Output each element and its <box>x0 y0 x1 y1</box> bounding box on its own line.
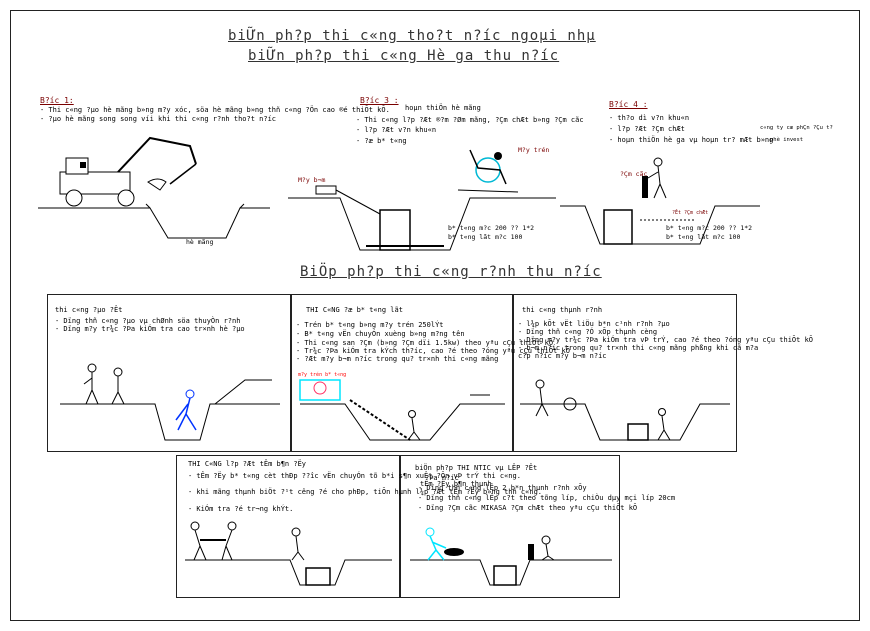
step1-line1: - Thi c«ng ?µo hè mãng b»ng m?y xóc, söa… <box>40 106 390 114</box>
panel2-title: THI C«NG ?æ b* t«ng lãt <box>306 306 403 314</box>
panel-backfill <box>400 455 620 598</box>
tamper-label: ?Çm cãc <box>620 170 648 178</box>
step3-concrete2: b* t«ng lãt m?c 100 <box>448 233 523 241</box>
panel5-line2: - Dïng thñ c«ng lÊp c?t theo tõng líp, c… <box>418 494 676 502</box>
pump-label: M?y b¬m <box>298 176 326 184</box>
panel4-overlap: tÊm ?Ëy b¶n thµnh <box>420 480 492 488</box>
step4-line1: - th?o dì v?n khu«n <box>609 114 690 122</box>
step3-line3: - ?æ b* t«ng <box>356 137 407 145</box>
panel1-title: thi c«ng ?µo ?Êt <box>55 306 123 314</box>
step3-concrete1: b* t«ng m?c 200 ?? 1*2 <box>448 224 535 232</box>
drawing-frame <box>10 10 860 621</box>
step1-heading: B?íc 1: <box>40 96 74 105</box>
panel-wall <box>513 294 737 452</box>
panel1-line2: - Dïng m?y tr¾c ?Þa kiÓm tra cao tr×nh h… <box>55 325 245 333</box>
pit-label: hè mãng <box>186 238 214 246</box>
section-title-drain: BiÖp ph?p thi c«ng r?nh thu n?íc <box>300 264 602 280</box>
panel3-title: thi c«ng thµnh r?nh <box>522 306 603 314</box>
panel5-title: biÖn ph?p THI NTIC vµ LÊP ?Êt <box>415 464 538 472</box>
panel5-overlap: ?Þa n?íc <box>425 474 459 482</box>
step3-overlap-text: hoµn thiÖn hè mãng <box>405 104 481 112</box>
step4-line3: - hoµn thiÖn hè ga vµ hoµn tr? mÆt b»ng <box>609 136 774 144</box>
panel2-line5: - ?Æt m?y b¬m n?íc trong qu? tr×nh thi c… <box>296 355 499 363</box>
panel2-line2: - B* t«ng vËn chuyÓn xuèng b»ng m?ng tên <box>296 330 465 338</box>
panel1-line1: - Dïng thñ c«ng ?µo vµ chØnh söa thuyÒn … <box>55 317 241 325</box>
panel2-line4: - Tr¾c ?Þa kiÓm tra kÝch th?íc, cao ?é t… <box>296 347 570 355</box>
panel4-line1: - tÊm ?Ëy b* t«ng cèt thÐp ??îc vËn chuy… <box>188 472 521 480</box>
panel4-line3: - KiÓm tra ?é tr¬ng khÝt. <box>188 505 294 513</box>
panel-excavation <box>47 294 291 452</box>
mixer-label: M?y trén <box>518 146 550 154</box>
panel5-line1: - Dïng thñ c«ng lÊp 2 b*n thµnh r?nh xÕy <box>418 484 587 492</box>
company-label: c«ng ty cæ phÇn ?Çu t? <box>760 125 833 131</box>
backfill-label: ?Êt ?Çm chÆt <box>672 210 709 216</box>
invest-label: phè invest <box>770 137 804 143</box>
step1-line2: - ?µo hè mãng song song víi khi thi c«ng… <box>40 115 277 123</box>
panel3-overlap-a: c?p n?íc m?y b¬m n?íc <box>518 352 607 360</box>
panel2-line1: - Trén b* t«ng b»ng m?y trén 250lÝt <box>296 321 444 329</box>
main-title-line1: biỮn ph?p thi c«ng tho?t n?íc ngoµi nhµ <box>228 28 596 44</box>
panel2-line3: - Thi c«ng san ?Çm (b»ng ?Çm dïi 1.5kw) … <box>296 339 554 347</box>
panel-cover-slab <box>176 455 400 598</box>
panel3-line1: - l¾p kÕt vËt liÖu b*n c¹nh r?nh ?µo <box>518 320 670 328</box>
step4-concrete1: b* t«ng m?c 200 ?? 1*2 <box>666 224 753 232</box>
step3-line1: - Thi c«ng l?p ?Æt ®?m ?Øm mãng, ?Çm chÆ… <box>356 116 584 124</box>
panel4-title: THI C«NG l?p ?Æt tÊm b¶n ?Ëy <box>188 460 307 468</box>
panel-lean-concrete <box>291 294 513 452</box>
panel3-line3: - Dïng m?y tr¾c ?Þa kiÓm tra vÞ trÝ, cao… <box>518 336 814 344</box>
main-title-line2: biỮn ph?p thi c«ng Hè ga thu n?íc <box>248 48 560 64</box>
panel3-line4: - b¬m n?íc trong qu? tr×nh thi c«ng mãng… <box>518 344 759 352</box>
step4-line2: - l?p ?Æt ?Çm chÆt <box>609 125 685 133</box>
step4-heading: B?íc 4 : <box>609 100 648 109</box>
panel5-line3: - Dïng ?Çm cãc MIKASA ?Çm chÆt theo yªu … <box>418 504 638 512</box>
panel2-mixer-label: m?y trén b* t«ng <box>298 372 347 378</box>
panel3-line2: - Dïng thñ c«ng ?Ó xÕp thµnh cèng <box>518 328 658 336</box>
panel4-line2: - khi mãng thµnh biÖt ?¹t c­êng ?é cho p… <box>188 488 543 496</box>
step3-line2: - l?p ?Æt v?n khu«n <box>356 126 437 134</box>
step3-heading: B?íc 3 : <box>360 96 399 105</box>
